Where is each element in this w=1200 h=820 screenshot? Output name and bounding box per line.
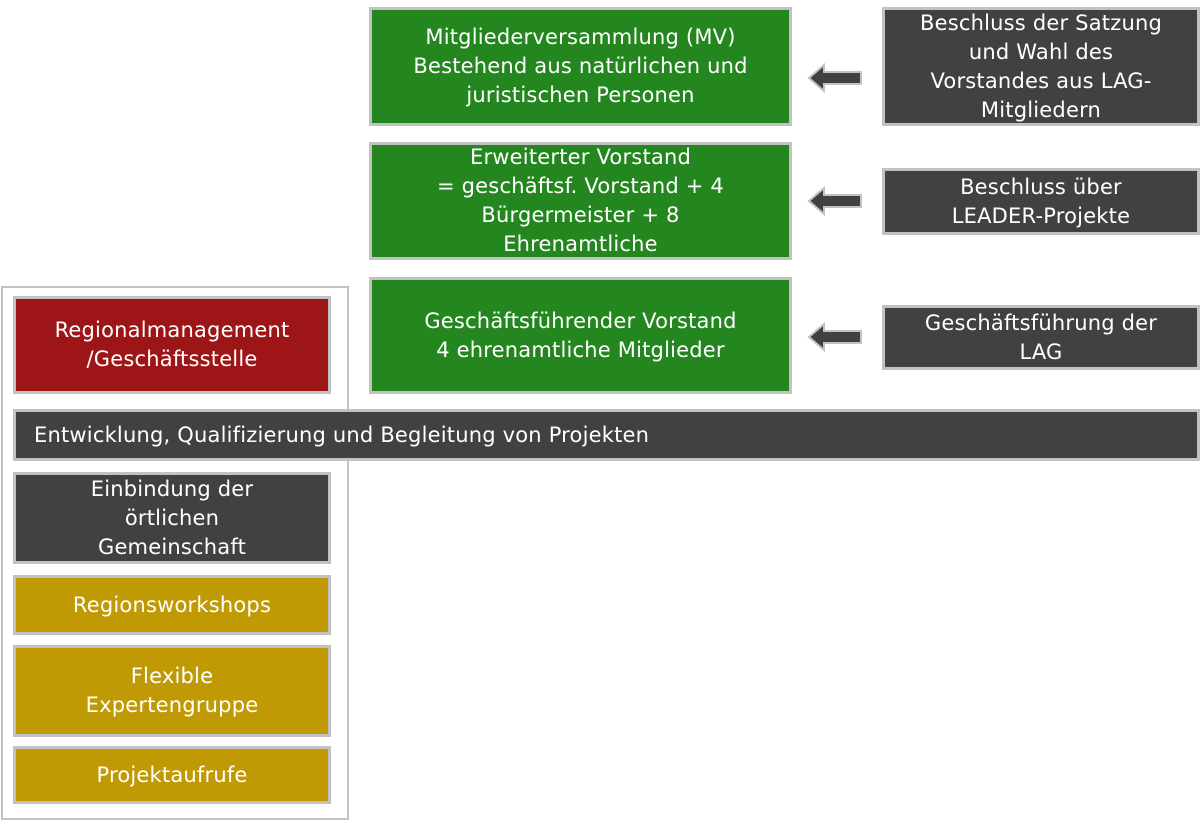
regionalmanagement-box: Regionalmanagement /Geschäftsstelle (13, 296, 331, 394)
einbindung-box: Einbindung der örtlichen Gemeinschaft (13, 472, 331, 564)
beschluss-projekte-box: Beschluss über LEADER-Projekte (882, 168, 1200, 235)
expertengruppe-box: Flexible Expertengruppe (13, 645, 331, 737)
projektaufrufe-box: Projektaufrufe (13, 746, 331, 804)
beschluss-satzung-box: Beschluss der Satzung und Wahl des Vorst… (882, 7, 1200, 126)
entwicklung-bar: Entwicklung, Qualifizierung und Begleitu… (13, 409, 1200, 461)
geschaeftsfuehrung-box: Geschäftsführung der LAG (882, 305, 1200, 370)
left-arrow-icon (807, 322, 862, 352)
regionsworkshops-box: Regionsworkshops (13, 575, 331, 635)
left-arrow-icon (807, 186, 862, 216)
geschaeftsfuehrender-vorstand-box: Geschäftsführender Vorstand 4 ehrenamtli… (369, 277, 792, 394)
erweiterter-vorstand-box: Erweiterter Vorstand = geschäftsf. Vorst… (369, 142, 792, 260)
regionalmanagement-group-frame (1, 286, 349, 820)
left-arrow-icon (807, 63, 862, 93)
mitgliederversammlung-box: Mitgliederversammlung (MV) Bestehend aus… (369, 7, 792, 126)
